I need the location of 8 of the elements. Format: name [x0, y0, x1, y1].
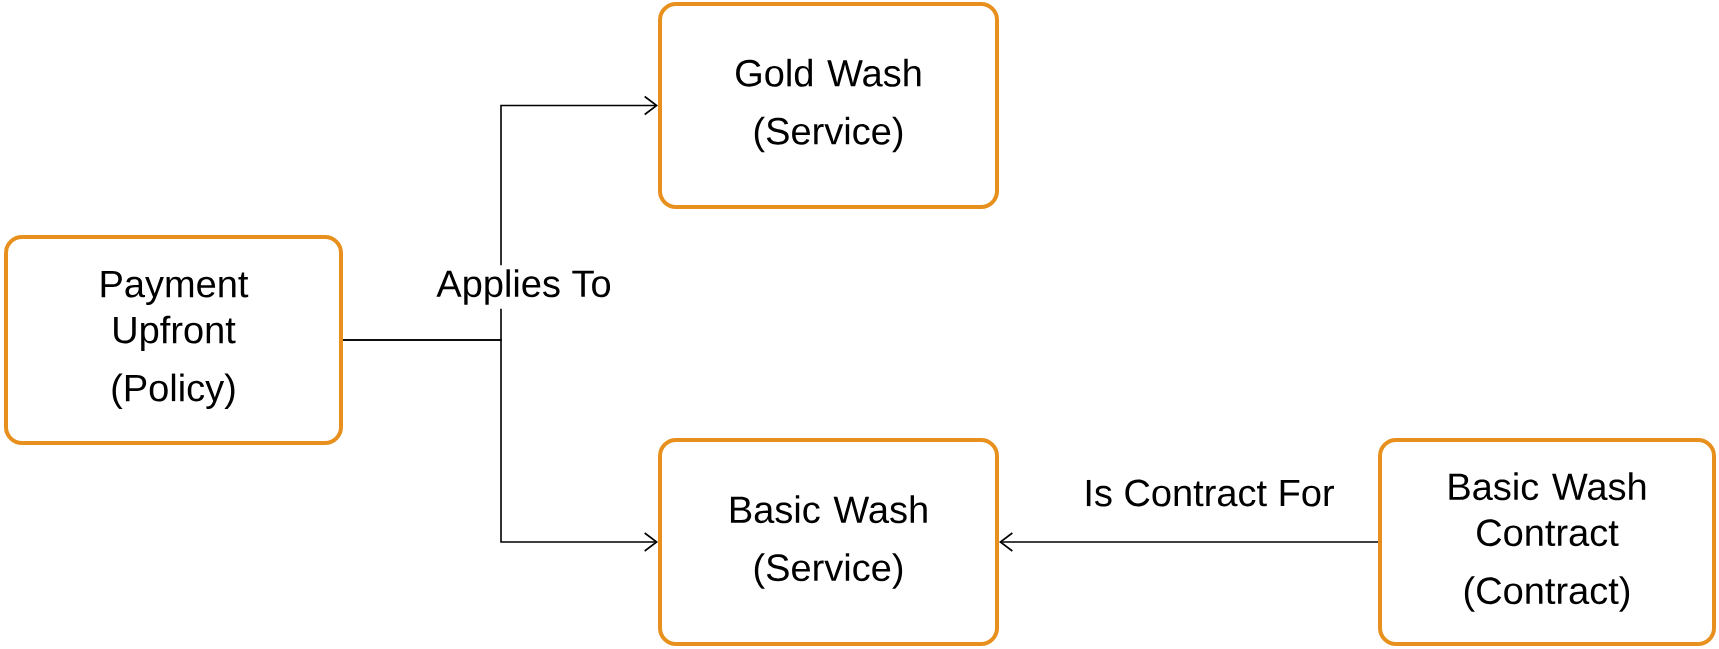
- entity-box: Basic Wash Contract (Contract): [1378, 438, 1716, 646]
- entity-box: Payment Upfront (Policy): [4, 235, 343, 445]
- edge-label: Applies To: [432, 265, 616, 309]
- arrow: [342, 339, 658, 552]
- arrow: [999, 532, 1379, 552]
- entity-box: Gold Wash (Service): [658, 2, 999, 209]
- entity-box: Basic Wash (Service): [658, 438, 999, 646]
- edge-label: Is Contract For: [1079, 475, 1339, 511]
